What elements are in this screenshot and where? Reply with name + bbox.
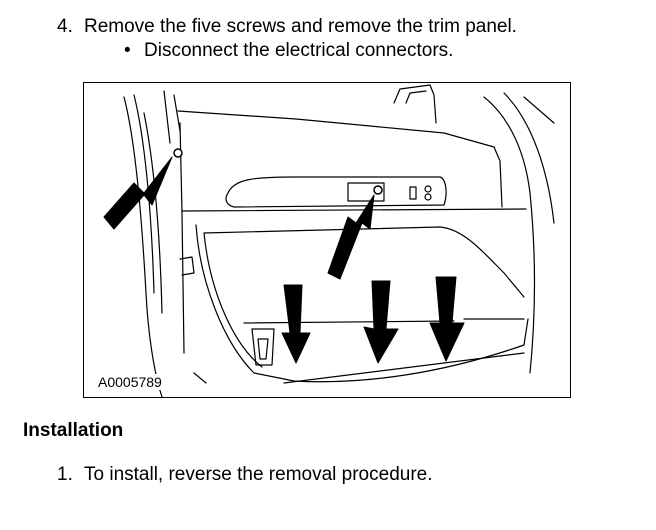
pillar-line — [143, 112, 163, 314]
trim-line — [243, 320, 455, 324]
body-edge — [523, 96, 555, 124]
lower-panel — [203, 226, 525, 298]
door-trim-panel-illustration: A0005789 — [83, 82, 571, 398]
pillar-line — [163, 90, 171, 144]
mirror-outline — [393, 84, 437, 124]
body-edge — [503, 92, 555, 224]
figure-id-label: A0005789 — [96, 374, 164, 390]
bullet-item: • Disconnect the electrical connectors. — [124, 40, 453, 62]
sill-line — [283, 352, 525, 384]
pillar-line — [173, 94, 181, 132]
lower-panel — [203, 232, 263, 368]
switch — [424, 185, 432, 193]
step-4-text: Remove the five screws and remove the tr… — [84, 16, 517, 37]
step-1-number: 1. — [57, 464, 73, 485]
installation-heading: Installation — [23, 420, 124, 441]
pocket — [257, 338, 269, 360]
handle-bezel — [225, 176, 447, 208]
pocket — [251, 328, 275, 366]
panel-outline — [179, 122, 185, 354]
panel-outline — [177, 110, 503, 208]
arrow-down — [281, 284, 311, 364]
step-4: 4. Remove the five screws and remove the … — [57, 16, 517, 38]
clip — [179, 256, 195, 276]
step-4-number: 4. — [57, 16, 73, 37]
bullet-text: Disconnect the electrical connectors. — [144, 40, 454, 61]
arrow-screw-handle — [327, 194, 375, 280]
lock-button — [409, 186, 417, 200]
pillar-line — [133, 94, 155, 294]
bullet-marker: • — [124, 40, 131, 61]
body-edge — [483, 96, 536, 374]
step-1-text: To install, reverse the removal procedur… — [84, 464, 433, 485]
switch-bezel — [347, 182, 385, 202]
detail — [193, 372, 207, 384]
arrow-screw-left — [103, 156, 173, 230]
mirror-outline — [405, 90, 427, 104]
door-trim-drawing — [103, 84, 555, 397]
arrow-down — [429, 276, 465, 362]
screw-marker — [173, 148, 183, 158]
step-1: 1. To install, reverse the removal proced… — [57, 464, 433, 486]
pillar-line — [123, 96, 163, 397]
arrow-down — [363, 280, 399, 364]
belt-line — [181, 208, 527, 212]
switch — [424, 193, 432, 201]
screw-marker — [373, 185, 383, 195]
